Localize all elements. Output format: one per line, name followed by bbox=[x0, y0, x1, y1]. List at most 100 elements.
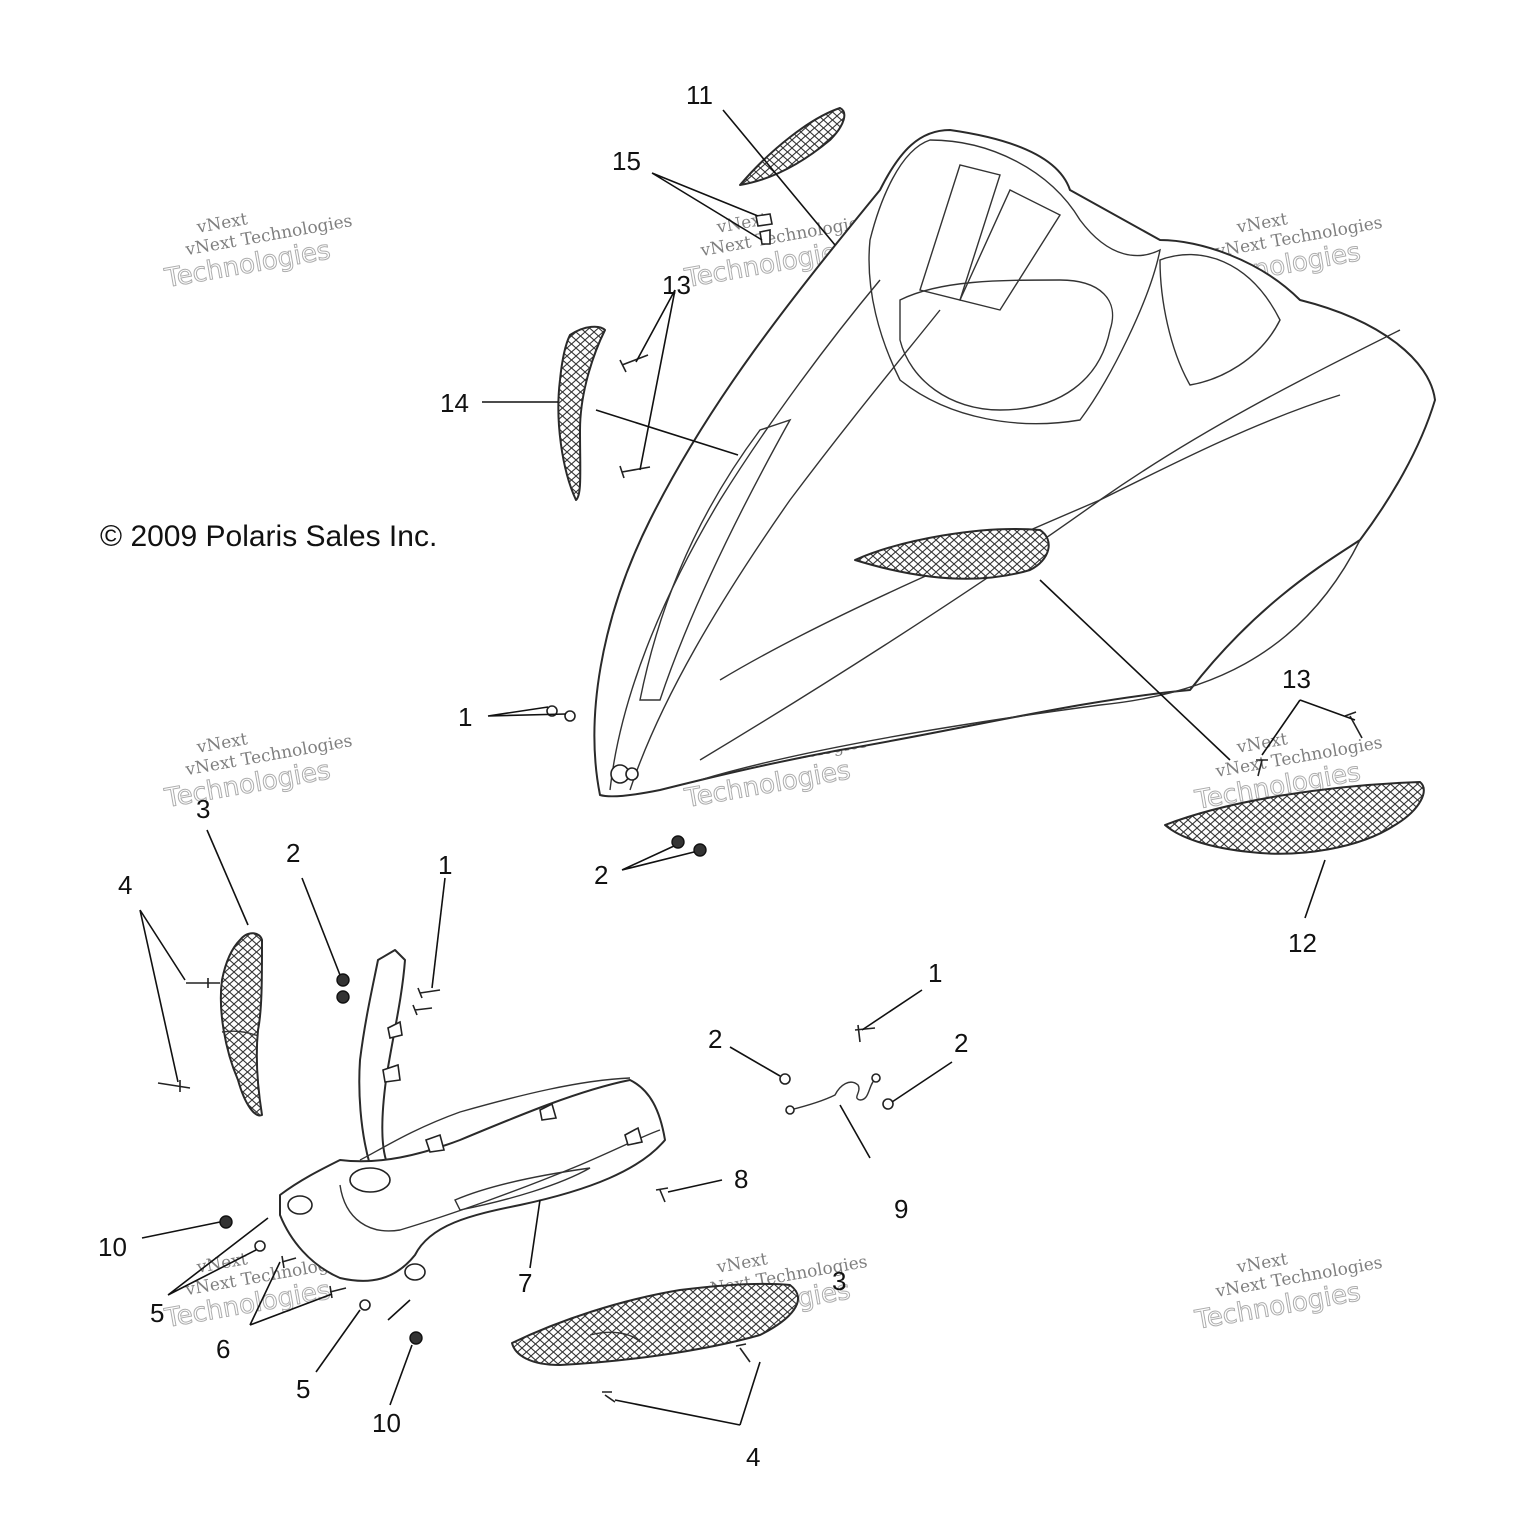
rivet-13-lower bbox=[619, 465, 651, 479]
push-clip-15-pin bbox=[759, 229, 771, 245]
hood-side-panel-line-2 bbox=[719, 394, 1341, 681]
screw-1-b bbox=[564, 710, 576, 722]
hood-windshield-opening-right bbox=[959, 189, 1062, 311]
leader-5-bottom bbox=[315, 1309, 361, 1373]
nut-2-e bbox=[779, 1073, 791, 1085]
leader-6 bbox=[249, 1261, 333, 1326]
rivet-4-c bbox=[735, 1343, 751, 1363]
lower-vent-left-3-divider bbox=[221, 1030, 259, 1037]
leader-11 bbox=[722, 109, 836, 246]
bolt-6-a bbox=[281, 1255, 297, 1269]
hood-side-panel-line bbox=[699, 329, 1401, 761]
hood-right-vent-opening bbox=[1159, 253, 1281, 386]
lower-vent-bottom-3-divider bbox=[589, 1331, 641, 1343]
hood-center-ridge-right bbox=[629, 309, 941, 791]
leader-12 bbox=[1304, 859, 1326, 919]
callout-2-left: 2 bbox=[286, 838, 300, 868]
callout-2-right-a: 2 bbox=[708, 1024, 722, 1054]
hood-side-vent-grille bbox=[854, 528, 1050, 580]
callout-2-hood: 2 bbox=[594, 860, 608, 890]
hood-inner-recess bbox=[899, 279, 1114, 411]
push-clip-15 bbox=[755, 213, 773, 227]
leader-8 bbox=[667, 1179, 723, 1193]
leader-2-right-a bbox=[729, 1046, 781, 1077]
rivet-4-d bbox=[602, 1391, 616, 1403]
wire-harness-9 bbox=[789, 1077, 877, 1111]
rivet-13-right-b bbox=[1256, 759, 1268, 777]
watermark-mid-left: vNext vNext Technologies Technologies bbox=[161, 729, 353, 814]
leader-13-right bbox=[1261, 699, 1356, 756]
callout-8: 8 bbox=[734, 1164, 748, 1194]
leader-2-right-b bbox=[891, 1061, 953, 1103]
leader-1-left bbox=[431, 877, 446, 989]
hood-stripe-left bbox=[639, 418, 792, 701]
leader-5-left bbox=[167, 1217, 269, 1296]
leader-4-left bbox=[139, 909, 186, 1083]
nose-bumper-inner bbox=[359, 1077, 631, 1161]
nose-mount-ear-bottom bbox=[404, 1263, 426, 1281]
nose-tab-3 bbox=[539, 1102, 558, 1121]
leader-1-right bbox=[861, 989, 923, 1031]
leader-14 bbox=[482, 401, 739, 456]
callout-4-left: 4 bbox=[118, 870, 132, 900]
lower-right-vent-grille-12 bbox=[1164, 781, 1425, 855]
left-side-vent-14 bbox=[557, 325, 606, 501]
nose-upright bbox=[358, 949, 406, 1166]
callout-15: 15 bbox=[612, 146, 641, 176]
callout-10-left: 10 bbox=[98, 1232, 127, 1262]
washer-5-b bbox=[359, 1299, 371, 1311]
nut-2-c bbox=[336, 973, 350, 987]
nut-2-b bbox=[693, 843, 707, 857]
callout-7: 7 bbox=[518, 1268, 532, 1298]
callout-12: 12 bbox=[1288, 928, 1317, 958]
nut-2-a bbox=[671, 835, 685, 849]
leader-2-left bbox=[301, 877, 341, 976]
screw-1-d bbox=[412, 1004, 433, 1016]
callout-1-right: 1 bbox=[928, 958, 942, 988]
leader-15 bbox=[651, 172, 763, 241]
leader-10-left bbox=[141, 1221, 221, 1239]
hood-shell bbox=[593, 129, 1436, 798]
hood-assembly bbox=[593, 129, 1436, 798]
screw-1-c bbox=[417, 987, 441, 999]
callout-13-top: 13 bbox=[662, 270, 691, 300]
watermark-top-left: vNext vNext Technologies Technologies bbox=[161, 209, 353, 294]
leader-10-bottom bbox=[389, 1344, 413, 1406]
nut-10-b bbox=[409, 1331, 423, 1345]
leader-lines bbox=[139, 109, 1356, 1426]
callout-10-bottom: 10 bbox=[372, 1408, 401, 1438]
front-nose-7 bbox=[279, 949, 666, 1282]
nose-round-boss bbox=[349, 1167, 391, 1193]
callout-3-bottom: 3 bbox=[832, 1266, 846, 1296]
lower-vent-bottom-3 bbox=[511, 1282, 800, 1366]
callout-4-bottom: 4 bbox=[746, 1442, 760, 1472]
screw-1-e bbox=[854, 1024, 876, 1043]
callout-9: 9 bbox=[894, 1194, 908, 1224]
nose-lower-panel bbox=[454, 1167, 591, 1211]
callout-11: 11 bbox=[686, 80, 713, 110]
leader-nose-ear bbox=[387, 1299, 411, 1321]
callout-5-bottom: 5 bbox=[296, 1374, 310, 1404]
leader-4-bottom bbox=[614, 1361, 761, 1426]
callout-5-left: 5 bbox=[150, 1298, 164, 1328]
hood-windshield-frame bbox=[868, 139, 1161, 425]
nose-tab-2 bbox=[387, 1020, 403, 1039]
nut-2-d bbox=[336, 990, 350, 1004]
nut-10-a bbox=[219, 1215, 233, 1229]
leader-13-top bbox=[635, 289, 676, 471]
nut-2-f bbox=[882, 1098, 894, 1110]
callout-1-hood: 1 bbox=[458, 702, 472, 732]
nose-tab-5 bbox=[624, 1126, 644, 1146]
watermark-bottom-right: vNext vNext Technologies Technologies bbox=[1192, 1249, 1384, 1336]
callout-labels: 11 15 13 14 © 2009 Polaris Sales Inc. 1 … bbox=[98, 80, 1317, 1472]
rivet-4-b bbox=[157, 1080, 191, 1092]
top-vent-grille-11 bbox=[739, 107, 846, 186]
rivet-13-upper bbox=[619, 354, 649, 373]
hood-center-ridge-left bbox=[609, 279, 881, 791]
nose-bumper-curve bbox=[339, 1129, 661, 1232]
callout-1-left: 1 bbox=[438, 850, 452, 880]
callout-6: 6 bbox=[216, 1334, 230, 1364]
hood-windshield-opening-left bbox=[919, 164, 1001, 301]
washer-5-a bbox=[254, 1240, 266, 1252]
